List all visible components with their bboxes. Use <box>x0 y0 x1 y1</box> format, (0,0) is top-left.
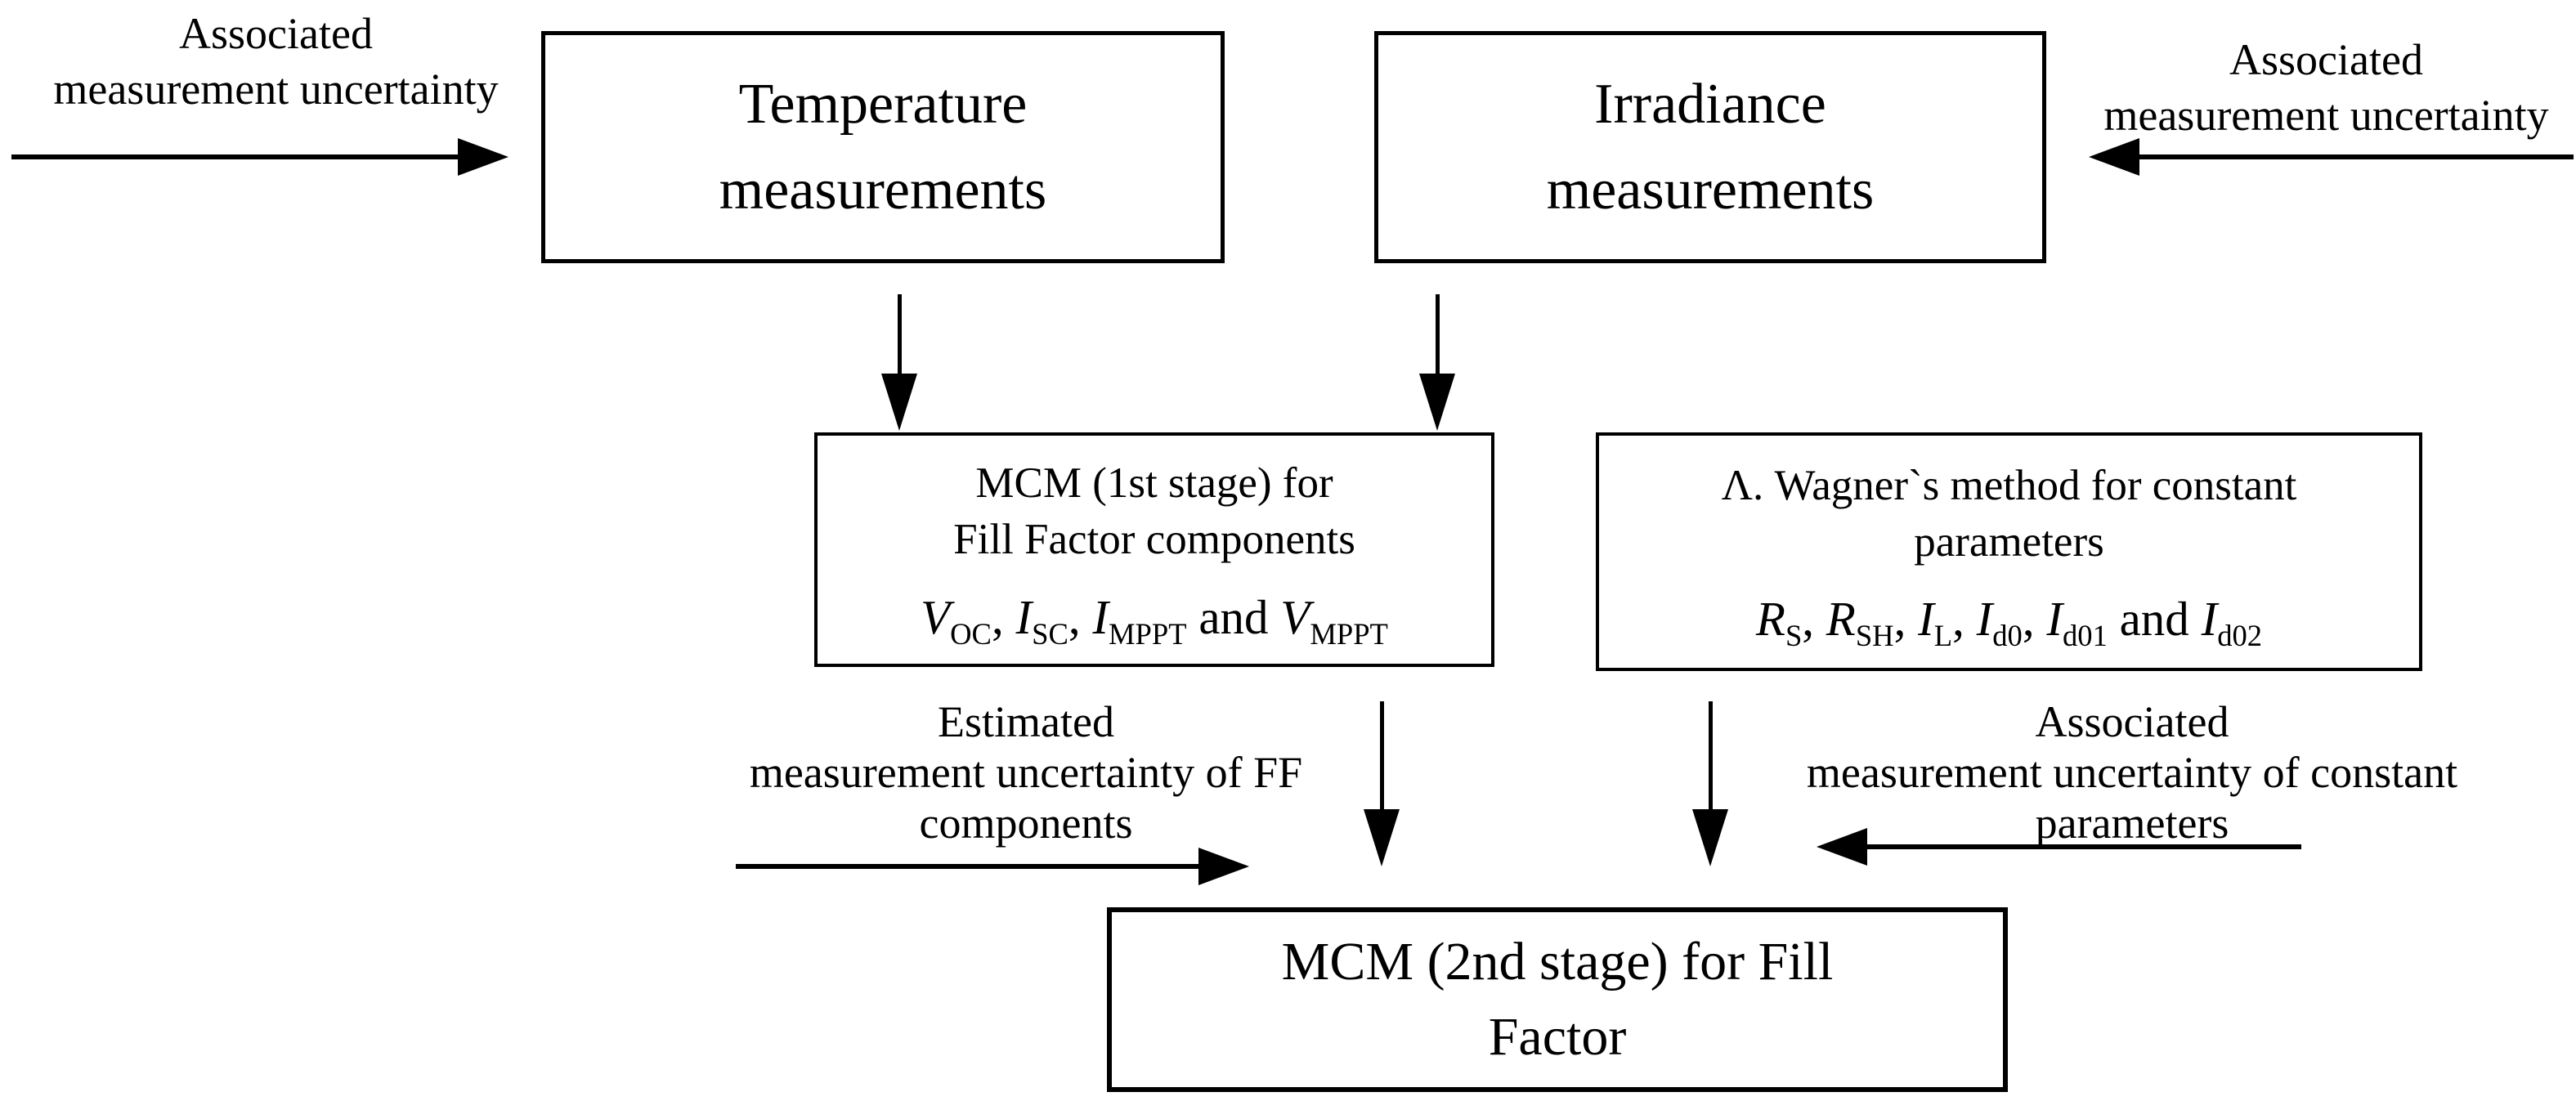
box-line: Irradiance <box>1594 73 1826 136</box>
arrowhead-icon <box>881 374 917 431</box>
label-associated-uncertainty-right: Associated measurement uncertainty <box>2076 33 2576 143</box>
label-line: Associated <box>2229 35 2423 84</box>
arrow-right-icon <box>11 138 508 176</box>
arrow-shaft <box>736 864 1203 869</box>
label-constant-params-uncertainty: Associated measurement uncertainty of co… <box>1772 696 2492 848</box>
box-line: measurements <box>719 159 1047 222</box>
label-line: Estimated <box>938 697 1114 746</box>
box-line: Fill Factor components <box>953 516 1355 564</box>
label-line: components <box>919 799 1133 848</box>
arrow-down-icon <box>1419 294 1455 431</box>
arrowhead-icon <box>1419 374 1455 431</box>
label-line: parameters <box>2035 799 2229 848</box>
arrowhead-icon <box>1692 809 1728 866</box>
wagner-method-box: Λ. Wagner`s method for constant paramete… <box>1596 432 2422 671</box>
arrow-shaft <box>897 294 902 378</box>
mcm-first-stage-box: MCM (1st stage) for Fill Factor componen… <box>814 432 1494 667</box>
arrow-down-icon <box>1692 701 1728 866</box>
arrow-shaft <box>11 154 463 159</box>
label-estimated-ff-uncertainty: Estimated measurement uncertainty of FF … <box>719 696 1333 848</box>
box-title: MCM (1st stage) for Fill Factor componen… <box>953 455 1355 568</box>
constant-parameters-symbols: RS, RSH, IL, Id0, Id01 and Id02 <box>1755 592 2263 653</box>
label-line: measurement uncertainty of FF <box>749 748 1303 798</box>
arrow-shaft <box>1708 701 1713 814</box>
box-line: parameters <box>1914 517 2104 566</box>
box-title: Λ. Wagner`s method for constant paramete… <box>1722 458 2297 571</box>
arrow-shaft <box>1435 294 1440 378</box>
box-line: Λ. Wagner`s method for constant <box>1721 461 2297 509</box>
box-line: Factor <box>1488 1007 1627 1067</box>
box-line: Temperature <box>738 73 1028 136</box>
arrow-left-icon <box>2089 138 2574 176</box>
box-line: MCM (2nd stage) for Fill <box>1281 931 1834 991</box>
arrow-right-icon <box>736 848 1249 885</box>
arrowhead-icon <box>1817 828 1867 866</box>
arrowhead-icon <box>2089 138 2139 176</box>
arrow-shaft <box>1862 844 2301 849</box>
box-line: measurements <box>1546 159 1875 222</box>
arrowhead-icon <box>1198 848 1249 885</box>
box-line: MCM (1st stage) for <box>975 459 1333 508</box>
arrow-left-icon <box>1817 828 2301 866</box>
mcm-second-stage-box: MCM (2nd stage) for Fill Factor <box>1107 907 2008 1092</box>
arrow-down-icon <box>881 294 917 431</box>
label-associated-uncertainty-left: Associated measurement uncertainty <box>12 7 540 117</box>
label-line: measurement uncertainty <box>53 64 499 114</box>
label-line: Associated <box>179 9 373 58</box>
temperature-measurements-box: Temperature measurements <box>541 31 1225 263</box>
arrow-down-icon <box>1364 701 1400 866</box>
label-line: Associated <box>2035 697 2229 746</box>
arrowhead-icon <box>1364 809 1400 866</box>
arrow-shaft <box>1379 701 1384 814</box>
ff-components-symbols: VOC, ISC, IMPPT and VMPPT <box>921 589 1388 651</box>
label-line: measurement uncertainty <box>2103 90 2549 140</box>
arrow-shaft <box>2135 154 2574 159</box>
arrowhead-icon <box>458 138 508 176</box>
irradiance-measurements-box: Irradiance measurements <box>1374 31 2046 263</box>
label-line: measurement uncertainty of constant <box>1806 748 2458 798</box>
